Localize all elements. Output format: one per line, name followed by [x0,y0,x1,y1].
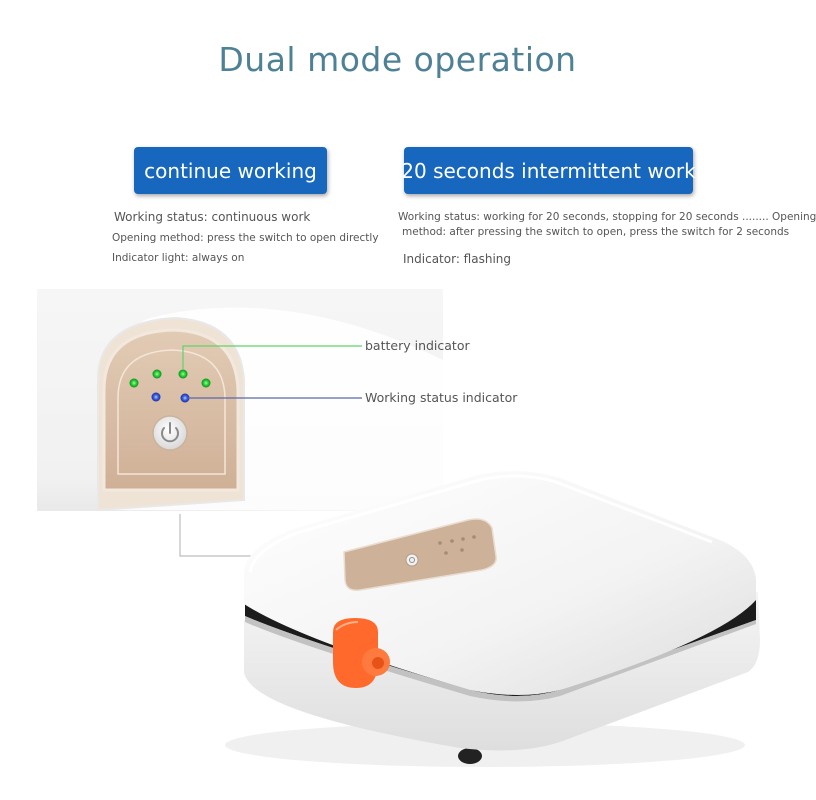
power-icon [161,422,179,443]
intermittent-work-button[interactable]: 20 seconds intermittent work [401,147,696,194]
continue-working-status: Working status: continuous work [114,210,311,224]
air-pump-device [225,471,760,767]
continue-working-indicator: Indicator light: always on [112,252,245,264]
page-title: Dual mode operation [218,40,577,79]
battery-led-2 [152,369,162,379]
continue-working-button[interactable]: continue working [134,147,327,194]
battery-callout-line [182,345,362,370]
device-control-panel [343,518,497,592]
battery-led-3 [178,369,188,379]
battery-led-1 [129,378,139,388]
intermittent-work-status: Working status: working for 20 seconds, … [398,211,816,223]
continue-working-opening: Opening method: press the switch to open… [112,232,379,244]
control-panel-plate [102,328,240,492]
air-outlet-valve [333,618,390,688]
intermittent-work-opening: method: after pressing the switch to ope… [402,226,790,238]
intermittent-work-indicator: Indicator: flashing [403,252,511,266]
working-status-indicator-callout: Working status indicator [365,390,518,405]
zoomed-control-panel [37,289,443,512]
battery-led-4 [201,378,211,388]
status-led-2 [180,393,190,403]
battery-indicator-callout: battery indicator [365,338,470,353]
status-led-1 [151,392,161,402]
